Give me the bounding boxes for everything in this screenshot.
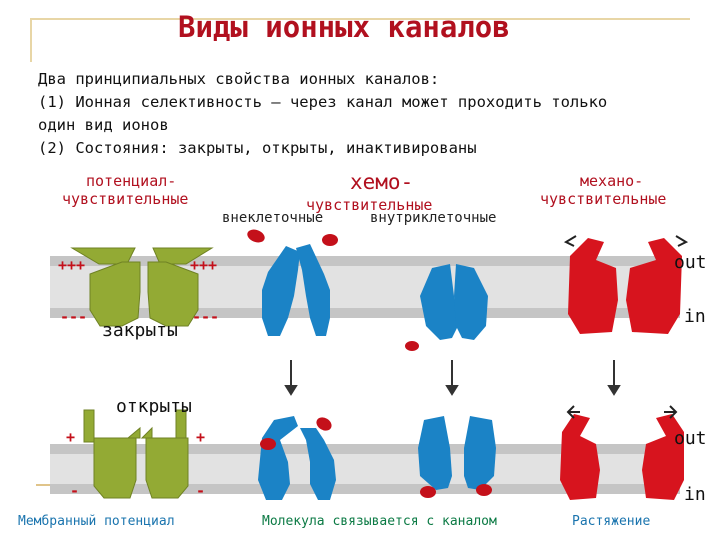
intracellular-ligand-channel-closed xyxy=(405,264,488,351)
charge-plus-bottom-right: + xyxy=(196,428,206,446)
mechano-channel-closed xyxy=(563,235,689,334)
side-out-bottom: out xyxy=(674,428,707,449)
frame-left-line xyxy=(30,18,32,62)
state-closed-label: закрыты xyxy=(102,320,178,341)
caption-voltage: Мембранный потенциал xyxy=(18,514,175,529)
intracellular-label: внутриклеточные xyxy=(370,210,497,226)
charge-minus-top-right: --- xyxy=(192,308,220,326)
state-open-label: открыты xyxy=(116,396,192,417)
arrow-icon xyxy=(284,360,621,396)
mechano-label-line1: механо- xyxy=(580,172,644,190)
side-out-top: out xyxy=(674,252,707,273)
charge-plus-top-left: +++ xyxy=(58,256,86,274)
side-in-bottom: in xyxy=(684,484,706,505)
charge-plus-top-right: +++ xyxy=(190,256,218,274)
extracellular-label: внеклеточные xyxy=(222,210,324,226)
voltage-channel-closed xyxy=(70,247,214,327)
charge-minus-top-left: --- xyxy=(60,308,88,326)
charge-minus-bottom-right: - xyxy=(196,482,206,500)
intro-line-4: (2) Состояния: закрыты, открыты, инактив… xyxy=(38,139,477,157)
extracellular-ligand-channel-open xyxy=(258,416,336,500)
intro-line-3: один вид ионов xyxy=(38,116,169,134)
intro-line-2: (1) Ионная селективность – через канал м… xyxy=(38,93,608,111)
mechano-label-line2: чувствительные xyxy=(540,190,667,208)
intro-line-1: Два принципиальных свойства ионных канал… xyxy=(38,70,440,88)
caption-ligand: Молекула связывается с каналом xyxy=(262,514,497,529)
voltage-label-line2: чувствительные xyxy=(62,190,189,208)
charge-plus-bottom-left: + xyxy=(66,428,76,446)
voltage-label-line1: потенциал- xyxy=(86,172,177,190)
charge-minus-bottom-left: - xyxy=(70,482,80,500)
frame-top-line xyxy=(30,18,690,20)
caption-mechano: Растяжение xyxy=(572,514,651,529)
extracellular-ligand-channel-closed xyxy=(247,229,338,336)
chemo-label-line1: хемо- xyxy=(350,170,414,194)
page-title: Виды ионных каналов xyxy=(178,10,510,44)
intracellular-ligand-channel-open xyxy=(418,416,496,498)
side-in-top: in xyxy=(684,306,706,327)
mechano-channel-open xyxy=(560,405,684,500)
voltage-channel-open xyxy=(83,409,189,499)
chemo-label-line2: чувствительные xyxy=(306,196,433,214)
